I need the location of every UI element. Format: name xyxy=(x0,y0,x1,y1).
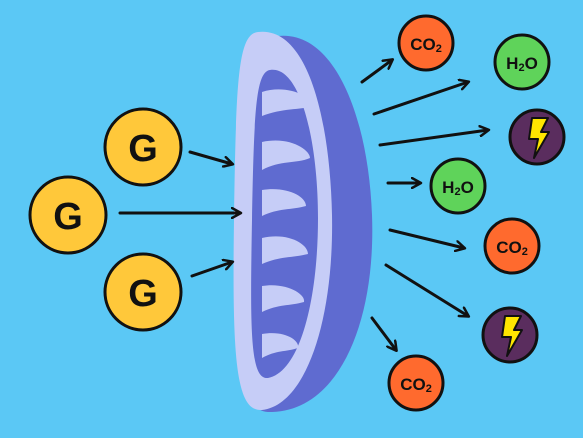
glucose-label: G xyxy=(128,273,158,315)
co2-bottom: CO2 xyxy=(387,354,445,412)
co2-molecules: CO2 CO2 CO2 xyxy=(387,14,541,412)
water-middle: H2O xyxy=(429,157,487,215)
arrow-to-co2-bottom xyxy=(370,316,396,350)
co2-label: CO2 xyxy=(496,238,528,258)
energy-bottom xyxy=(481,306,539,364)
co2-label: CO2 xyxy=(400,375,432,395)
arrow-to-energy-bottom xyxy=(384,263,468,316)
glucose-middle: G xyxy=(28,175,108,255)
arrow-to-energy-top xyxy=(378,130,488,147)
mitochondrion xyxy=(233,31,373,413)
water-molecules: H2O H2O xyxy=(429,33,551,215)
co2-middle: CO2 xyxy=(483,217,541,275)
glucose-bottom: G xyxy=(103,252,183,332)
water-label: H2O xyxy=(506,54,538,74)
glucose-label: G xyxy=(53,196,83,238)
arrow-glucose-bottom xyxy=(190,262,232,278)
arrow-glucose-top xyxy=(188,150,232,164)
lightning-bolt-icon xyxy=(528,117,550,159)
arrow-to-water-top xyxy=(372,82,468,116)
glucose-label: G xyxy=(128,128,158,170)
input-arrows xyxy=(118,150,240,278)
output-arrows xyxy=(360,60,488,350)
lightning-bolt-icon xyxy=(501,315,523,357)
water-label: H2O xyxy=(442,178,474,198)
co2-top: CO2 xyxy=(397,14,455,72)
arrow-to-co2-middle xyxy=(388,228,464,248)
water-top: H2O xyxy=(493,33,551,91)
co2-label: CO2 xyxy=(410,35,442,55)
energy-top xyxy=(508,108,566,166)
arrow-to-co2-top xyxy=(360,60,392,84)
glucose-molecules: G G G xyxy=(28,107,183,332)
glucose-top: G xyxy=(103,107,183,187)
energy-tokens xyxy=(481,108,566,364)
mitochondrion-cristae xyxy=(262,89,314,358)
